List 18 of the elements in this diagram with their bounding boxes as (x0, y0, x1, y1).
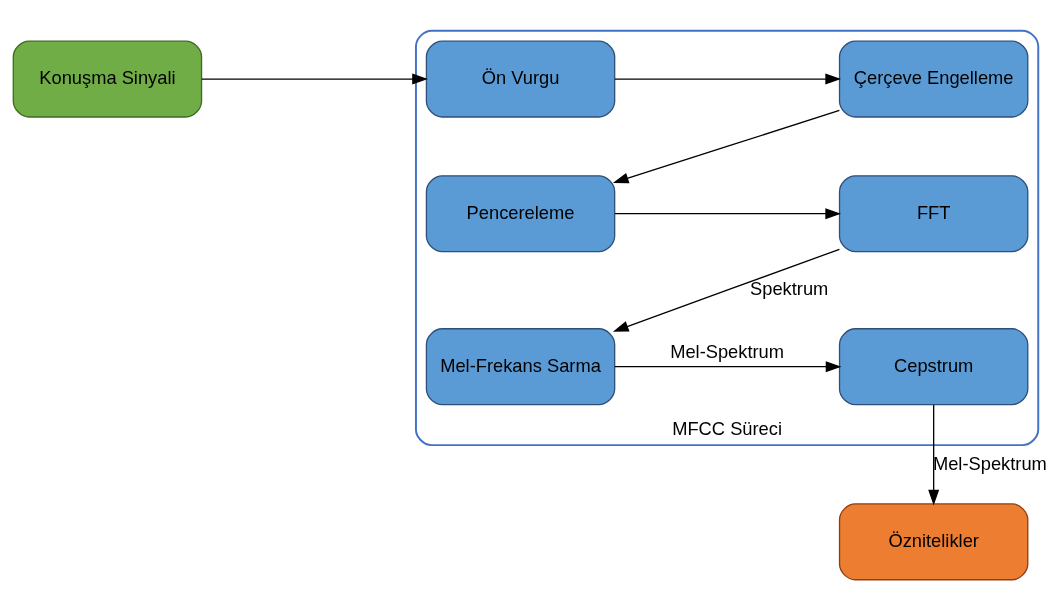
node-box: Mel-Frekans Sarma (425, 327, 616, 405)
node-box: Pencereleme (425, 174, 616, 252)
node-box: FFT (838, 174, 1029, 252)
node-box: Cepstrum (838, 327, 1029, 405)
arrow (614, 73, 842, 85)
arrow (928, 403, 940, 506)
arrow (614, 207, 842, 219)
edge-label: Mel-Spektrum (932, 452, 1047, 474)
arrow (612, 248, 841, 332)
edge-label: Spektrum (750, 277, 829, 299)
node-box: Konuşma Sinyali (12, 40, 203, 118)
node-box: Ön Vurgu (425, 40, 616, 118)
arrow (612, 109, 841, 183)
edge-label: Mel-Spektrum (670, 340, 785, 362)
arrow (614, 360, 842, 372)
node-box: Çerçeve Engelleme (838, 40, 1029, 118)
arrow (201, 73, 428, 85)
node-box: Öznitelikler (838, 502, 1029, 580)
